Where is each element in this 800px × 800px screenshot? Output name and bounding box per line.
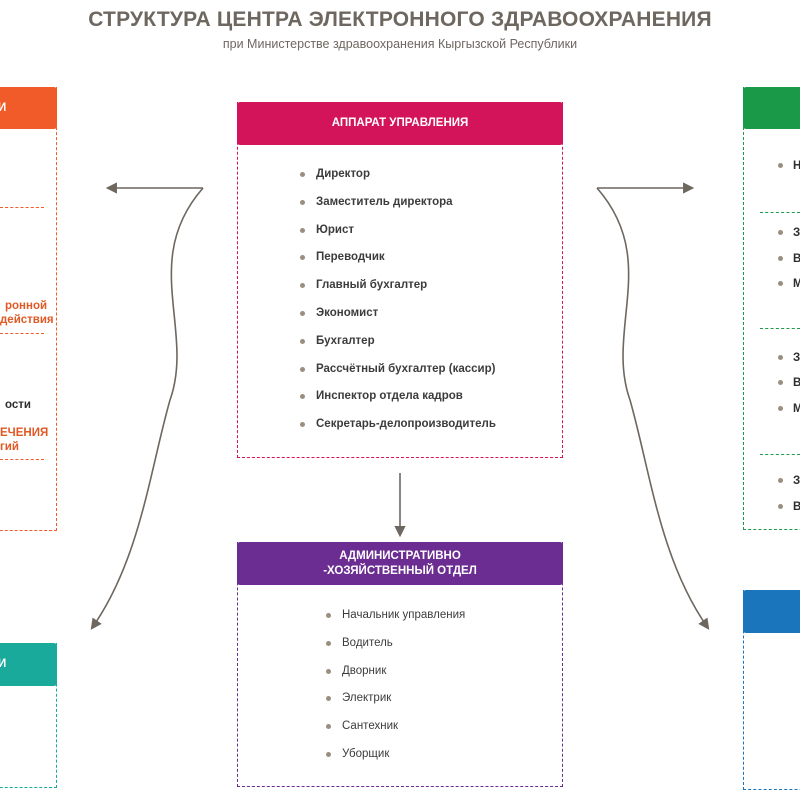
right-list-item: З	[793, 352, 800, 364]
apparatus-list-item: Инспектор отдела кадров	[300, 387, 496, 415]
arrow-left-bottom	[90, 187, 204, 630]
apparatus-list-item: Заместитель директора	[300, 193, 496, 221]
right-list-item: В	[793, 377, 800, 389]
right-list-bullet	[778, 504, 783, 509]
page-title: СТРУКТУРА ЦЕНТРА ЭЛЕКТРОННОГО ЗДРАВООХРА…	[88, 8, 712, 31]
left-bottom-header: И	[0, 643, 57, 686]
right-top-separator-2	[760, 328, 800, 329]
left-top-fragment-3: ости	[5, 399, 31, 411]
apparatus-list-item: Переводчик	[300, 248, 496, 276]
left-bottom-box	[0, 643, 57, 788]
right-bottom-box	[743, 590, 800, 790]
right-list-item: Н	[793, 160, 800, 172]
left-top-box	[0, 87, 57, 531]
right-list-item: М	[793, 403, 800, 415]
admin-title-line1: АДМИНИСТРАТИВНО	[339, 549, 461, 562]
page-subtitle: при Министерстве здравоохранения Кыргызс…	[222, 37, 578, 51]
apparatus-list-item: Бухгалтер	[300, 332, 496, 360]
right-list-bullet	[778, 163, 783, 168]
right-list-bullet	[778, 230, 783, 235]
right-list-bullet	[778, 355, 783, 360]
left-top-header: И	[0, 87, 57, 129]
left-top-separator-1	[0, 207, 44, 208]
right-top-separator-1	[760, 212, 800, 213]
admin-department-header: АДМИНИСТРАТИВНО -ХОЗЯЙСТВЕННЫЙ ОТДЕЛ	[237, 542, 563, 585]
admin-list-item: Начальник управления	[326, 606, 465, 634]
apparatus-list-item: Экономист	[300, 304, 496, 332]
admin-list-item: Уборщик	[326, 745, 465, 773]
left-top-separator-2	[0, 333, 44, 334]
right-list-bullet	[778, 406, 783, 411]
right-list-item: З	[793, 475, 800, 487]
admin-department-box	[237, 542, 563, 787]
apparatus-list-item: Секретарь-делопроизводитель	[300, 415, 496, 443]
admin-title-line2: -ХОЗЯЙСТВЕННЫЙ ОТДЕЛ	[323, 564, 477, 577]
right-list-item: В	[793, 253, 800, 265]
apparatus-title: АППАРАТ УПРАВЛЕНИЯ	[331, 117, 469, 129]
left-top-title: И	[0, 101, 7, 114]
right-list-bullet	[778, 478, 783, 483]
right-top-separator-3	[760, 454, 800, 455]
right-list-bullet	[778, 281, 783, 286]
right-bottom-header	[743, 590, 800, 633]
right-top-header	[743, 87, 800, 129]
left-top-separator-3	[0, 459, 44, 460]
apparatus-list-item: Главный бухгалтер	[300, 276, 496, 304]
admin-list-item: Водитель	[326, 634, 465, 662]
arrow-right-bottom	[596, 187, 710, 630]
right-list-item: З	[793, 227, 800, 239]
right-list-bullet	[778, 380, 783, 385]
right-list-item: М	[793, 278, 800, 290]
apparatus-list-item: Юрист	[300, 221, 496, 249]
admin-list-item: Электрик	[326, 689, 465, 717]
right-list-bullet	[778, 256, 783, 261]
left-top-fragment-4: ЕЧЕНИЯ	[0, 427, 49, 439]
apparatus-list-item: Директор	[300, 165, 496, 193]
admin-list-item: Сантехник	[326, 717, 465, 745]
left-top-fragment-1: ронной	[5, 300, 48, 312]
apparatus-box	[237, 102, 563, 458]
left-top-fragment-2: действия	[0, 314, 54, 326]
admin-list-item: Дворник	[326, 662, 465, 690]
left-bottom-title: И	[0, 658, 7, 670]
right-list-item: В	[793, 501, 800, 513]
apparatus-list-item: Рассчётный бухгалтер (кассир)	[300, 360, 496, 388]
right-top-box	[743, 87, 800, 530]
apparatus-header: АППАРАТ УПРАВЛЕНИЯ	[237, 102, 563, 145]
left-top-fragment-5: гий	[0, 441, 19, 453]
